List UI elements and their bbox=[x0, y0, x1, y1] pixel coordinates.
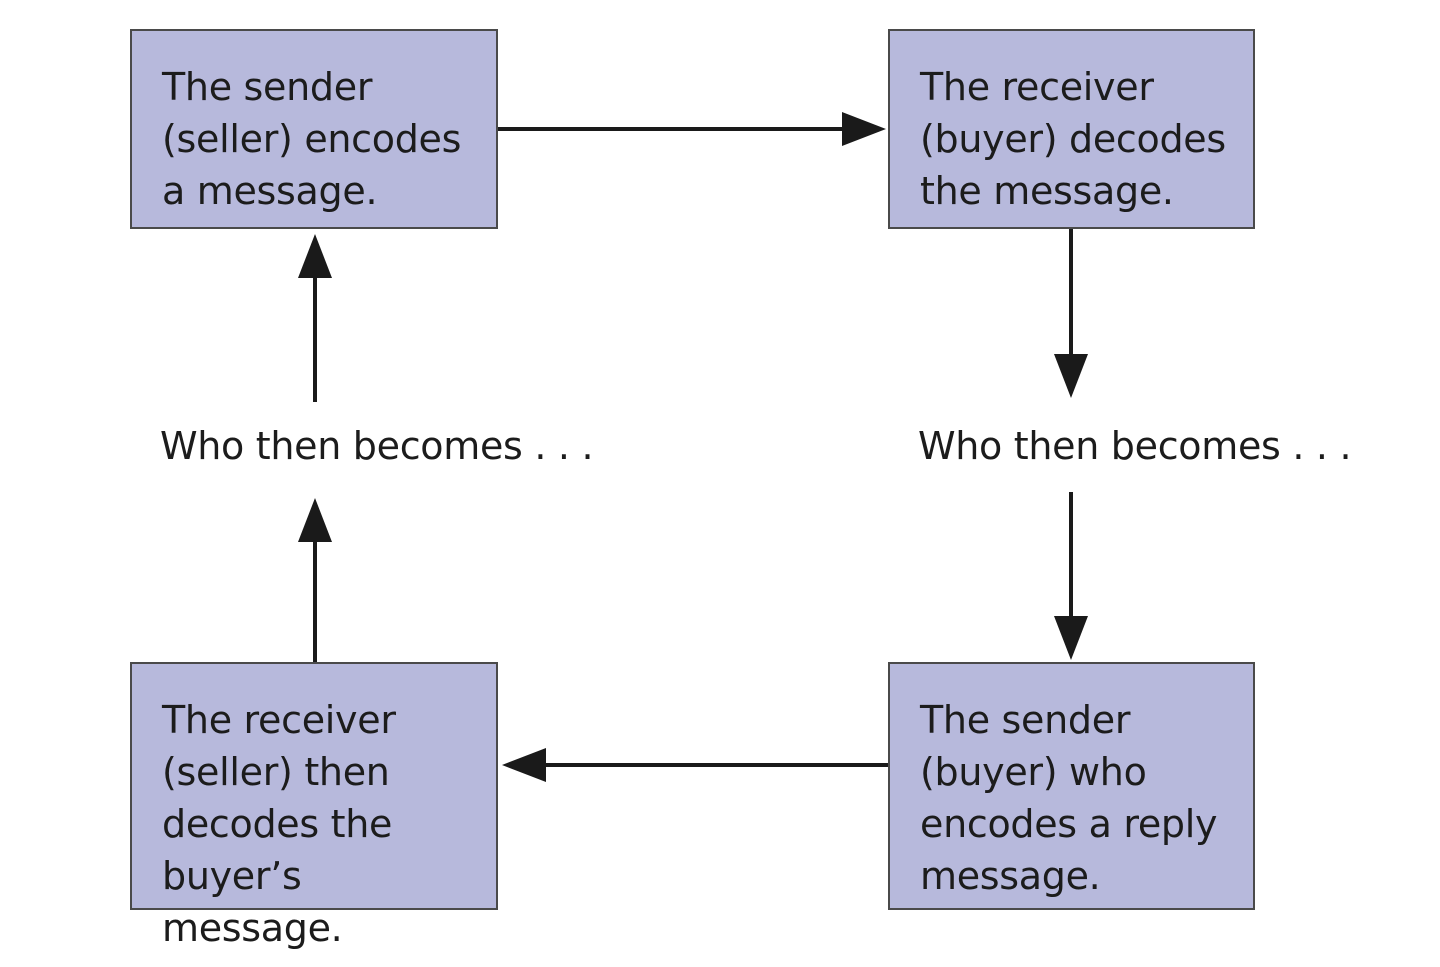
transition-label-right: Who then becomes . . . bbox=[918, 424, 1352, 468]
arrowhead-up-icon bbox=[298, 498, 332, 542]
box-receiver-seller-text: The receiver (seller) then decodes the b… bbox=[162, 698, 396, 950]
box-receiver-seller: The receiver (seller) then decodes the b… bbox=[130, 662, 498, 950]
box-sender-seller-text: The sender (seller) encodes a message. bbox=[162, 65, 462, 213]
box-receiver-buyer: The receiver (buyer) decodes the message… bbox=[888, 29, 1255, 229]
arrowhead-up-icon bbox=[298, 234, 332, 278]
box-sender-buyer-text: The sender (buyer) who encodes a reply m… bbox=[920, 698, 1218, 898]
arrowhead-down-icon bbox=[1054, 354, 1088, 398]
box-receiver-buyer-text: The receiver (buyer) decodes the message… bbox=[920, 65, 1226, 213]
box-sender-buyer: The sender (buyer) who encodes a reply m… bbox=[888, 662, 1255, 910]
arrowhead-down-icon bbox=[1054, 616, 1088, 660]
arrowhead-right-icon bbox=[842, 112, 886, 146]
box-sender-seller: The sender (seller) encodes a message. bbox=[130, 29, 498, 229]
arrowhead-left-icon bbox=[502, 748, 546, 782]
transition-label-left: Who then becomes . . . bbox=[160, 424, 594, 468]
